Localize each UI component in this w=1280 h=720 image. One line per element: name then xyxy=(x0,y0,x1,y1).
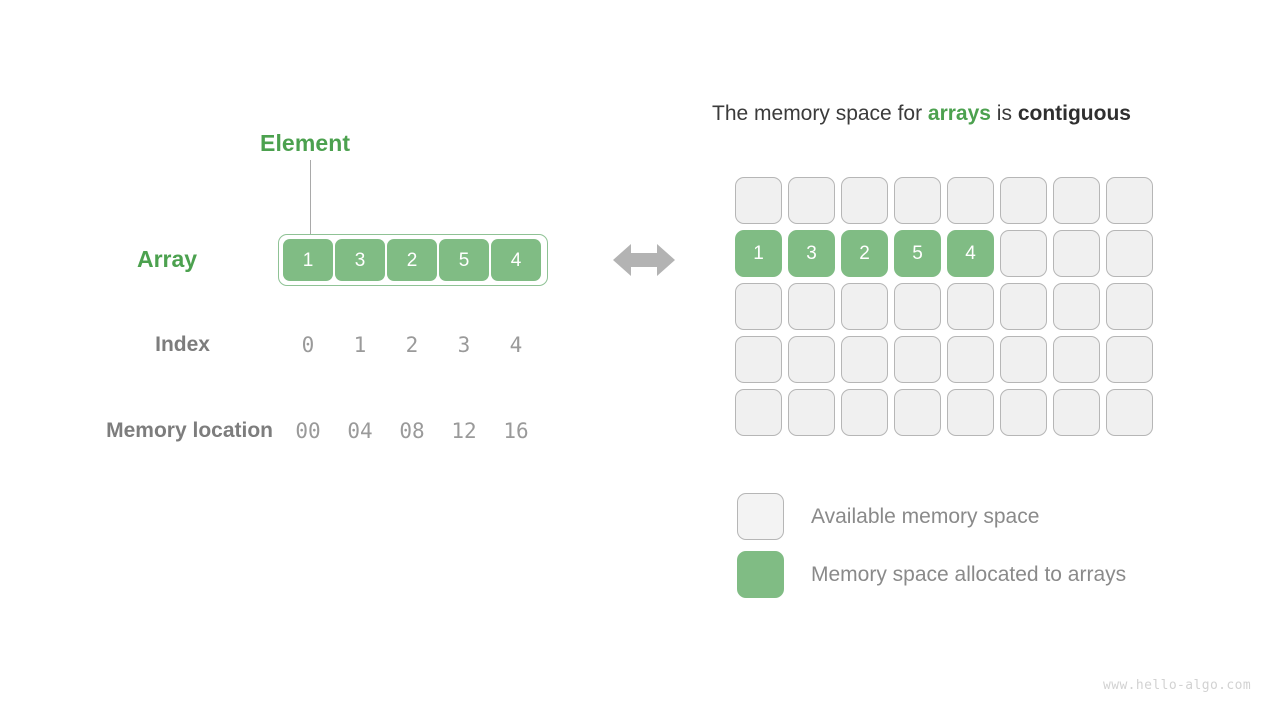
memory-cell-empty xyxy=(947,283,994,330)
memory-cell-empty xyxy=(841,389,888,436)
element-callout-connector-line xyxy=(310,160,311,238)
legend: Available memory space Memory space allo… xyxy=(737,493,1126,598)
memory-cell-empty xyxy=(1106,177,1153,224)
memory-cell-empty xyxy=(788,389,835,436)
watermark: www.hello-algo.com xyxy=(1103,678,1252,693)
memory-location-value-row: 00 04 08 12 16 xyxy=(282,419,542,444)
memory-cell-allocated: 5 xyxy=(894,230,941,277)
memory-cell-empty xyxy=(1053,177,1100,224)
memory-cell-empty xyxy=(788,283,835,330)
memory-cell-empty xyxy=(1053,389,1100,436)
memory-cell-empty xyxy=(947,177,994,224)
memory-location-value: 00 xyxy=(295,419,321,443)
memory-cell-empty xyxy=(1053,336,1100,383)
memory-cell-allocated: 3 xyxy=(788,230,835,277)
memory-title-highlight: arrays xyxy=(927,102,991,125)
memory-cell-allocated: 2 xyxy=(841,230,888,277)
memory-cell-empty xyxy=(735,389,782,436)
legend-item-available: Available memory space xyxy=(737,493,1126,540)
memory-location-value: 04 xyxy=(347,419,373,443)
memory-cell-empty xyxy=(735,177,782,224)
memory-cell-allocated: 1 xyxy=(735,230,782,277)
memory-cell-empty xyxy=(1000,230,1047,277)
memory-location-value: 08 xyxy=(399,419,425,443)
memory-cell-empty xyxy=(894,177,941,224)
memory-cell-empty xyxy=(1000,336,1047,383)
memory-cell-empty xyxy=(894,336,941,383)
memory-cell-empty xyxy=(1000,283,1047,330)
legend-swatch-allocated xyxy=(737,551,784,598)
array-cell: 1 xyxy=(283,239,333,281)
legend-label-available: Available memory space xyxy=(811,504,1040,528)
memory-cell-allocated: 4 xyxy=(947,230,994,277)
index-value: 4 xyxy=(509,333,523,357)
element-callout-label: Element xyxy=(260,130,351,156)
memory-location-value: 16 xyxy=(503,419,529,443)
memory-cell-empty xyxy=(894,283,941,330)
memory-cell-empty xyxy=(1000,389,1047,436)
memory-cell-empty xyxy=(841,177,888,224)
memory-cell-empty xyxy=(894,389,941,436)
array-cell: 5 xyxy=(439,239,489,281)
memory-cell-empty xyxy=(1106,283,1153,330)
array-cell: 4 xyxy=(491,239,541,281)
memory-cell-empty xyxy=(1106,336,1153,383)
memory-cell-empty xyxy=(947,336,994,383)
memory-cell-empty xyxy=(1106,230,1153,277)
memory-location-row-label: Memory location xyxy=(106,419,273,442)
memory-cell-empty xyxy=(1106,389,1153,436)
memory-cell-empty xyxy=(841,336,888,383)
memory-cell-empty xyxy=(788,336,835,383)
legend-label-allocated: Memory space allocated to arrays xyxy=(811,562,1127,586)
memory-cell-empty xyxy=(735,336,782,383)
legend-swatch-available xyxy=(737,493,784,540)
memory-cell-empty xyxy=(1053,230,1100,277)
memory-cell-empty xyxy=(1053,283,1100,330)
memory-cell-empty xyxy=(947,389,994,436)
index-value: 0 xyxy=(301,333,315,357)
memory-cell-empty xyxy=(788,177,835,224)
memory-title-part1: The memory space for xyxy=(712,102,928,125)
index-row-label: Index xyxy=(155,333,210,356)
index-value-row: 0 1 2 3 4 xyxy=(282,333,542,358)
array-cell: 2 xyxy=(387,239,437,281)
double-arrow-horizontal-icon xyxy=(613,244,675,276)
memory-title: The memory space for arrays is contiguou… xyxy=(712,102,1131,126)
index-value: 2 xyxy=(405,333,419,357)
memory-cell-empty xyxy=(735,283,782,330)
index-value: 1 xyxy=(353,333,367,357)
index-value: 3 xyxy=(457,333,471,357)
legend-item-allocated: Memory space allocated to arrays xyxy=(737,551,1126,598)
memory-title-part2: is xyxy=(990,102,1018,125)
memory-cell-empty xyxy=(841,283,888,330)
array-cell: 3 xyxy=(335,239,385,281)
array-container: 1 3 2 5 4 xyxy=(278,234,548,286)
memory-cell-empty xyxy=(1000,177,1047,224)
memory-title-emphasis: contiguous xyxy=(1017,102,1131,125)
memory-location-value: 12 xyxy=(451,419,477,443)
array-row-label: Array xyxy=(137,246,198,272)
